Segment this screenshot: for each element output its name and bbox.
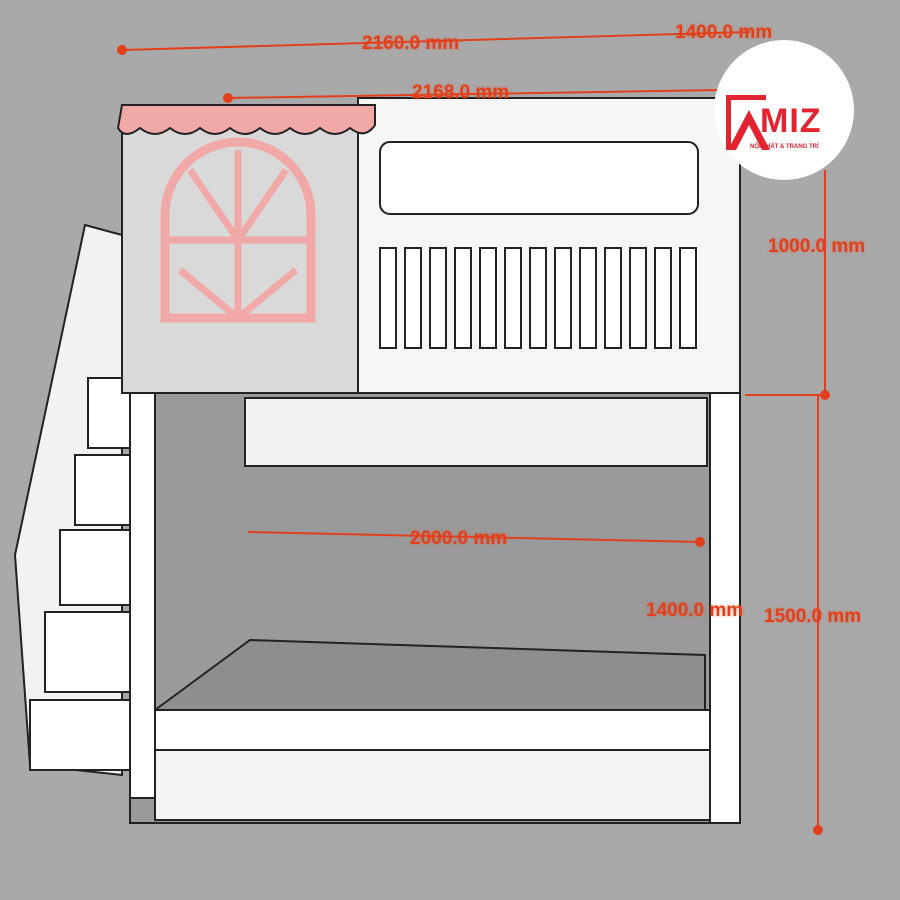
dim-roof-width: 2168.0 mm bbox=[412, 82, 510, 103]
dim-lower-depth: 1400.0 mm bbox=[646, 600, 744, 621]
guard-rails bbox=[379, 247, 697, 349]
post-left bbox=[129, 392, 156, 799]
underbed-drawers bbox=[154, 749, 711, 821]
lower-shelf bbox=[244, 397, 708, 467]
post-right bbox=[709, 392, 741, 824]
mattress-base bbox=[152, 638, 706, 722]
stair-drawer bbox=[29, 699, 131, 771]
logo-tagline: NỘI THẤT & TRANG TRÍ bbox=[750, 144, 819, 150]
logo-house-icon bbox=[726, 95, 770, 150]
logo-brand: MIZ bbox=[760, 102, 822, 140]
stair-drawer bbox=[44, 611, 136, 693]
dim-bed-length: 2000.0 mm bbox=[410, 528, 508, 549]
dim-top-depth: 1400.0 mm bbox=[675, 22, 773, 43]
window bbox=[160, 137, 316, 323]
roof bbox=[116, 104, 376, 135]
bed-rail bbox=[154, 709, 711, 751]
brand-logo: MIZ NỘI THẤT & TRANG TRÍ bbox=[714, 40, 854, 180]
upper-shelf bbox=[379, 141, 699, 215]
dim-top-width: 2160.0 mm bbox=[362, 33, 460, 54]
dim-total-height: 1500.0 mm bbox=[764, 606, 862, 627]
dim-upper-height: 1000.0 mm bbox=[768, 236, 866, 257]
